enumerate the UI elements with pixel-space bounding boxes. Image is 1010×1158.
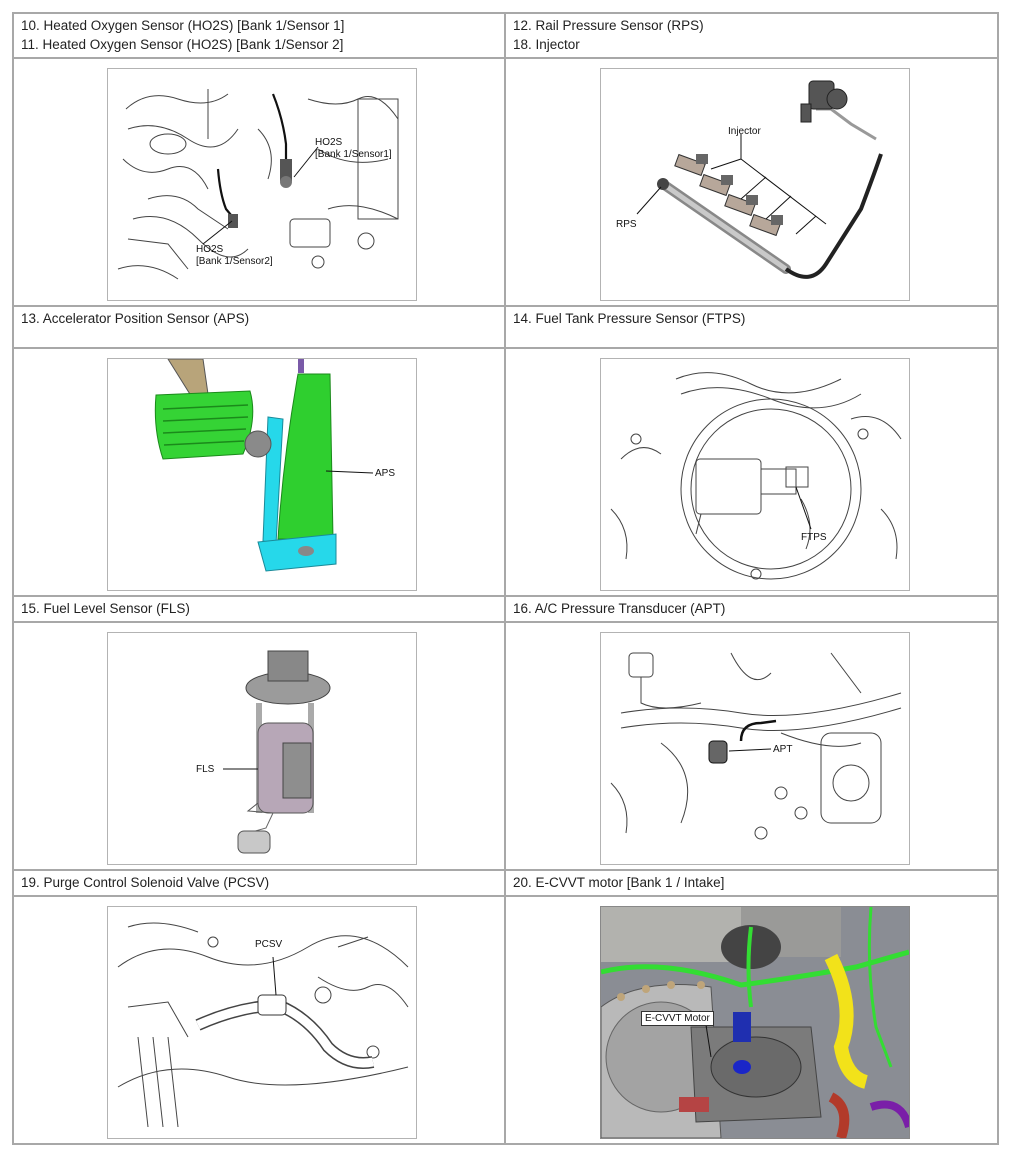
header-cell-ecvvt: 20. E-CVVT motor [Bank 1 / Intake] [504, 869, 999, 897]
ecvvt-color-render [601, 907, 909, 1138]
ftps-label: FTPS [801, 532, 827, 543]
header-row-1: 10. Heated Oxygen Sensor (HO2S) [Bank 1/… [12, 12, 999, 59]
header-line: 10. Heated Oxygen Sensor (HO2S) [Bank 1/… [21, 18, 345, 33]
pcsv-line-drawing [117, 922, 409, 1128]
rps-label: RPS [616, 219, 637, 230]
fls-fuel-pump-drawing [223, 650, 331, 854]
image-cell-aps: APS [12, 347, 506, 597]
pcsv-figure: PCSV [107, 906, 417, 1139]
ho2s-sensor1-label: HO2S [315, 137, 343, 148]
image-cell-apt: APT [504, 621, 999, 871]
injector-label: Injector [728, 126, 761, 137]
ho2s-line-drawing [117, 89, 399, 280]
header-line: 18. Injector [513, 37, 580, 52]
image-cell-rps: Injector RPS [504, 57, 999, 307]
ecvvt-figure: E-CVVT Motor [600, 906, 910, 1139]
aps-pedal-drawing [154, 359, 374, 572]
header-cell-apt: 16. A/C Pressure Transducer (APT) [504, 595, 999, 623]
header-cell-fls: 15. Fuel Level Sensor (FLS) [12, 595, 506, 623]
fls-figure: FLS [107, 632, 417, 865]
image-cell-ecvvt: E-CVVT Motor [504, 895, 999, 1145]
image-cell-ho2s: HO2S [Bank 1/Sensor1] HO2S [Bank 1/Senso… [12, 57, 506, 307]
header-line: 16. A/C Pressure Transducer (APT) [513, 601, 726, 616]
image-cell-pcsv: PCSV [12, 895, 506, 1145]
header-row-4: 19. Purge Control Solenoid Valve (PCSV) … [12, 869, 999, 897]
ho2s-sensor2-sublabel: [Bank 1/Sensor2] [196, 256, 273, 267]
pcsv-label: PCSV [255, 939, 283, 950]
header-row-2: 13. Accelerator Position Sensor (APS) 14… [12, 305, 999, 349]
image-row-1: HO2S [Bank 1/Sensor1] HO2S [Bank 1/Senso… [12, 57, 999, 307]
image-row-3: FLS APT [12, 621, 999, 871]
ho2s-sensor2-label: HO2S [196, 244, 224, 255]
apt-figure: APT [600, 632, 910, 865]
ho2s-sensor1-sublabel: [Bank 1/Sensor1] [315, 149, 392, 160]
image-row-4: PCSV [12, 895, 999, 1145]
header-line: 14. Fuel Tank Pressure Sensor (FTPS) [513, 311, 746, 326]
rps-injector-drawing [636, 80, 883, 279]
apt-label: APT [773, 744, 793, 755]
rps-figure: Injector RPS [600, 68, 910, 301]
image-cell-ftps: FTPS [504, 347, 999, 597]
header-line: 12. Rail Pressure Sensor (RPS) [513, 18, 704, 33]
header-row-3: 15. Fuel Level Sensor (FLS) 16. A/C Pres… [12, 595, 999, 623]
apt-line-drawing [610, 652, 902, 840]
header-cell-aps: 13. Accelerator Position Sensor (APS) [12, 305, 506, 349]
image-row-2: APS FTPS [12, 347, 999, 597]
header-line: 13. Accelerator Position Sensor (APS) [21, 311, 250, 326]
header-cell-pcsv: 19. Purge Control Solenoid Valve (PCSV) [12, 869, 506, 897]
header-line: 11. Heated Oxygen Sensor (HO2S) [Bank 1/… [21, 37, 344, 52]
aps-figure: APS [107, 358, 417, 591]
header-cell-ftps: 14. Fuel Tank Pressure Sensor (FTPS) [504, 305, 999, 349]
header-cell-ho2s: 10. Heated Oxygen Sensor (HO2S) [Bank 1/… [12, 12, 506, 59]
header-cell-rps: 12. Rail Pressure Sensor (RPS) 18. Injec… [504, 12, 999, 59]
sensor-reference-table: 10. Heated Oxygen Sensor (HO2S) [Bank 1/… [12, 12, 999, 1145]
aps-label: APS [375, 468, 396, 479]
ftps-line-drawing [610, 372, 902, 580]
header-line: 19. Purge Control Solenoid Valve (PCSV) [21, 875, 270, 890]
ecvvt-motor-label: E-CVVT Motor [641, 1011, 714, 1026]
ftps-figure: FTPS [600, 358, 910, 591]
header-line: 15. Fuel Level Sensor (FLS) [21, 601, 190, 616]
image-cell-fls: FLS [12, 621, 506, 871]
fls-label: FLS [196, 764, 215, 775]
header-line: 20. E-CVVT motor [Bank 1 / Intake] [513, 875, 725, 890]
ho2s-figure: HO2S [Bank 1/Sensor1] HO2S [Bank 1/Senso… [107, 68, 417, 301]
